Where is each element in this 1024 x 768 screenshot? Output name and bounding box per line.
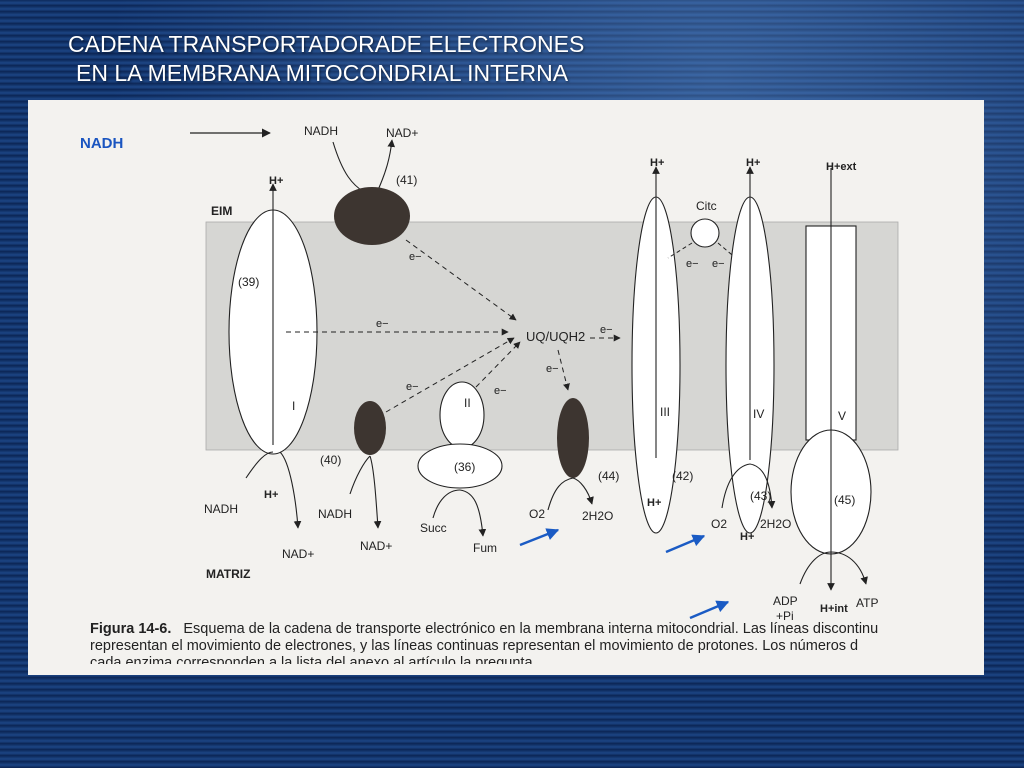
top-nadh-curve <box>332 141 365 193</box>
complex-v-h-int: H+int <box>820 603 848 615</box>
enzyme-40-nadh-curve <box>349 455 371 495</box>
nadh-highlight-label: NADH <box>80 135 123 152</box>
enzyme-44 <box>557 398 589 478</box>
electron-path-41 <box>405 239 517 321</box>
enzyme-40-nad-curve <box>369 455 382 529</box>
complex-i-nad-plus-label: NAD+ <box>282 547 314 561</box>
complex-ii-number: (36) <box>454 460 475 474</box>
complex-i-number: (39) <box>238 275 259 289</box>
figure-panel: EIM MATRIZ NADH NADH NAD+ (41) e− H+ (39… <box>28 100 984 675</box>
electron-transport-diagram: EIM MATRIZ NADH NADH NAD+ (41) e− H+ (39… <box>80 124 899 623</box>
complex-i-nad-curve <box>279 451 302 529</box>
enzyme-44-h2o-curve <box>572 477 594 505</box>
electron-label-41: e− <box>409 251 422 263</box>
complex-ii-succ-label: Succ <box>420 521 447 535</box>
complex-iv-number: (43) <box>750 489 771 503</box>
top-nadh-label: NADH <box>304 124 338 138</box>
title-line-1: CADENA TRANSPORTADORADE ELECTRONES <box>68 31 585 57</box>
complex-i-label: I <box>292 399 295 413</box>
title-line-2: EN LA MEMBRANA MITOCONDRIAL INTERNA <box>76 60 569 86</box>
complex-iv-h-bottom: H+ <box>740 531 754 543</box>
enzyme-40-nadh-label: NADH <box>318 507 352 521</box>
figure-caption: Figura 14-6. Esquema de la cadena de tran… <box>90 621 984 664</box>
electron-label-citc-right: e− <box>712 258 725 270</box>
complex-i-nadh-curve <box>245 451 274 479</box>
top-nad-curve <box>377 139 396 191</box>
complex-ii-succ-curve <box>432 489 461 519</box>
enzyme-41-number: (41) <box>396 173 417 187</box>
complex-v-adp-curve <box>799 551 832 585</box>
complex-i-nadh-label: NADH <box>204 502 238 516</box>
caption-line-1: Esquema de la cadena de transporte elect… <box>183 621 879 637</box>
complex-ii-label: II <box>464 396 471 410</box>
citc-label: Citc <box>696 199 717 213</box>
enzyme-41 <box>334 187 410 245</box>
enzyme-44-number: (44) <box>598 469 619 483</box>
complex-i-h-bottom: H+ <box>264 489 278 501</box>
complex-ii-matrix-part <box>417 443 503 489</box>
complex-ii-membrane-part <box>439 381 485 449</box>
complex-iii-h-bottom: H+ <box>647 497 661 509</box>
complex-iv-o2-curve <box>721 463 751 509</box>
electron-label-citc-left: e− <box>686 258 699 270</box>
electron-path-complex-ii <box>475 341 521 388</box>
enzyme-44-h2o-label: 2H2O <box>582 509 613 523</box>
enzyme-40-number: (40) <box>320 453 341 467</box>
caption-line-3: cada enzima corresponden a la lista del … <box>90 655 545 664</box>
caption-line-2: representan el movimiento de electrones,… <box>90 638 859 654</box>
eim-label: EIM <box>211 204 232 218</box>
cytochrome-c <box>690 218 720 248</box>
uq-label: UQ/UQH2 <box>526 329 585 344</box>
complex-v-atp-curve <box>830 551 868 585</box>
complex-iv-h-top: H+ <box>746 157 760 169</box>
electron-path-uq-to-44 <box>557 349 570 391</box>
complex-iii-number: (42) <box>672 469 693 483</box>
complex-v-h-ext: H+ext <box>826 161 857 173</box>
slide-title: CADENA TRANSPORTADORADE ELECTRONES EN LA… <box>68 30 768 88</box>
highlight-arrow-v <box>689 600 730 620</box>
electron-label-ii: e− <box>494 385 507 397</box>
matriz-label: MATRIZ <box>206 567 250 581</box>
complex-v-label: V <box>838 409 846 423</box>
caption-figure-label: Figura 14-6. <box>90 621 172 637</box>
complex-ii-fum-label: Fum <box>473 541 497 555</box>
electron-path-iii-citc <box>667 242 693 259</box>
highlight-arrow-44 <box>519 528 560 547</box>
complex-v-adp-label: ADP <box>773 594 798 608</box>
complex-i-h-top: H+ <box>269 175 283 187</box>
enzyme-40 <box>354 401 386 455</box>
electron-label-uq: e− <box>600 324 613 336</box>
complex-iii-h-top: H+ <box>650 157 664 169</box>
complex-iv-h2o-label: 2H2O <box>760 517 791 531</box>
inner-membrane-band <box>205 221 899 451</box>
complex-ii-fum-curve <box>459 489 487 537</box>
complex-iv-label: IV <box>753 407 764 421</box>
highlight-arrow-iv <box>665 534 706 554</box>
complex-iv-o2-label: O2 <box>711 517 727 531</box>
complex-v-atp-label: ATP <box>856 596 878 610</box>
top-nad-plus-label: NAD+ <box>386 126 418 140</box>
enzyme-40-nad-plus-label: NAD+ <box>360 539 392 553</box>
enzyme-44-o2-label: O2 <box>529 507 545 521</box>
complex-v-pi-label: +Pi <box>776 609 794 623</box>
enzyme-44-o2-curve <box>547 477 574 511</box>
electron-label-40: e− <box>406 381 419 393</box>
electron-label-i: e− <box>376 318 389 330</box>
electron-label-44: e− <box>546 363 559 375</box>
electron-path-40 <box>385 337 515 413</box>
complex-iii-label: III <box>660 405 670 419</box>
complex-v-number: (45) <box>834 493 855 507</box>
complex-iv-h2o-curve <box>749 463 776 509</box>
